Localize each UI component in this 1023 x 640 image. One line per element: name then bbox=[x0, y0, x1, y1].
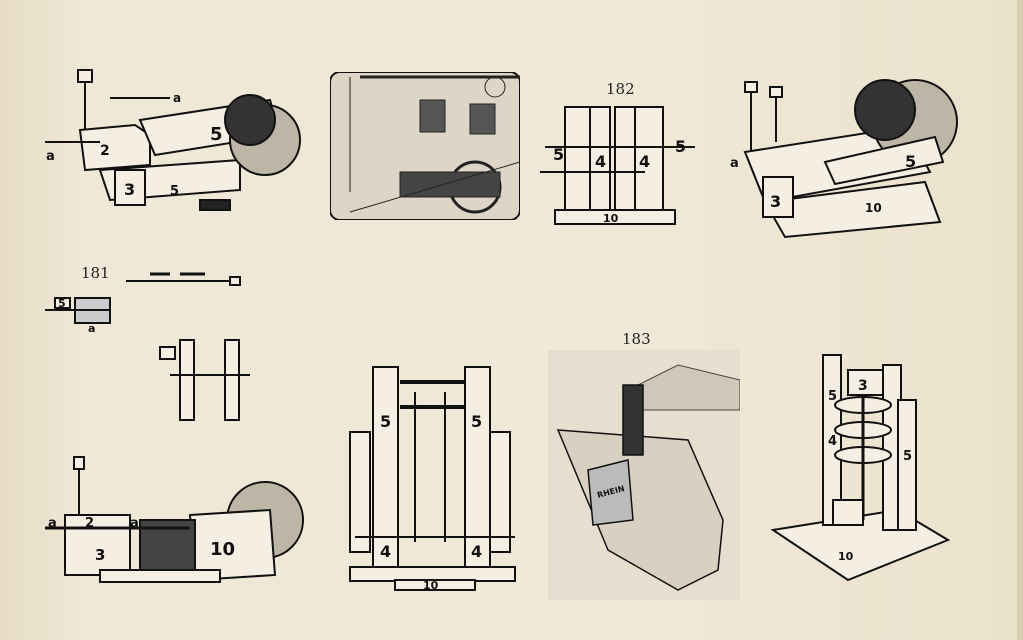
label: a bbox=[130, 516, 139, 531]
illustration-frame-assembly: 5 5 4 4 10 bbox=[349, 366, 516, 592]
label: a bbox=[173, 91, 181, 105]
label: 5 bbox=[675, 137, 686, 156]
label: 5 bbox=[553, 145, 564, 164]
figure-number-182: 182 bbox=[606, 80, 635, 98]
label: 2 bbox=[85, 516, 94, 531]
label: 5 bbox=[828, 389, 837, 404]
label: 3 bbox=[858, 378, 868, 394]
label: 4 bbox=[639, 152, 650, 171]
label: 4 bbox=[380, 542, 391, 561]
label: a bbox=[48, 516, 57, 531]
illustration-press-tower: 3 5 4 5 10 bbox=[770, 354, 951, 582]
page-edge bbox=[1017, 0, 1023, 640]
label: 10 bbox=[865, 201, 882, 215]
figure-number-183: 183 bbox=[622, 330, 651, 348]
illustration-double-winch: a 3 5 10 bbox=[730, 79, 958, 239]
label: 3 bbox=[770, 192, 781, 211]
label: 5 bbox=[903, 449, 912, 464]
label: 5 bbox=[58, 297, 66, 310]
label: 10 bbox=[603, 212, 619, 225]
label: 4 bbox=[828, 434, 837, 449]
illustration-winch-machine: a 2 5 3 5 a bbox=[45, 69, 301, 211]
label: 4 bbox=[471, 542, 482, 561]
figure-number-181: 181 bbox=[81, 264, 110, 282]
label: 5 bbox=[170, 184, 179, 199]
illustration-181-axle: 5 a bbox=[45, 272, 250, 421]
illustration-182-assembly: 5 4 4 5 10 bbox=[540, 106, 695, 225]
label: 5 bbox=[471, 412, 482, 431]
illustration-183-paddle-steamer: RHEIN bbox=[548, 350, 740, 600]
illustration-workshop bbox=[330, 72, 520, 220]
label: a bbox=[730, 156, 739, 171]
label: 5 bbox=[210, 124, 223, 145]
label: 5 bbox=[905, 152, 916, 171]
label: 4 bbox=[595, 152, 606, 171]
label: 5 bbox=[380, 412, 391, 431]
label: a bbox=[88, 322, 95, 335]
label: a bbox=[46, 149, 55, 164]
label: 10 bbox=[423, 579, 439, 592]
label: 10 bbox=[838, 550, 854, 563]
label: 10 bbox=[210, 539, 235, 560]
label: 3 bbox=[95, 546, 105, 564]
label: 3 bbox=[124, 180, 135, 199]
illustration-crank-machine: 2 a a 3 10 bbox=[45, 456, 304, 583]
label: 2 bbox=[100, 143, 110, 159]
